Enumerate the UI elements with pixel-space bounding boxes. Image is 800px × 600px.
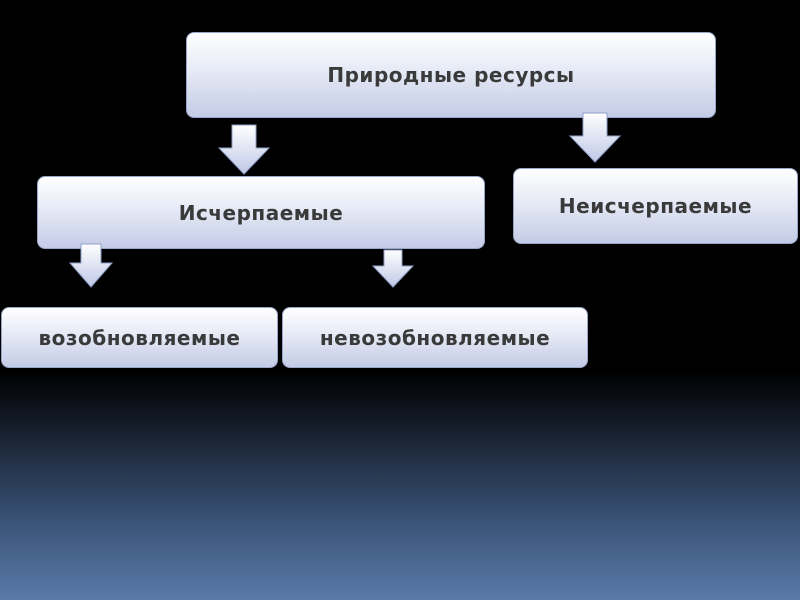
arrow-down-icon: [371, 249, 415, 288]
node-exhaustible-label: Исчерпаемые: [178, 200, 344, 225]
node-nonrenewable: невозобновляемые: [282, 307, 588, 368]
node-natural-resources: Природные ресурсы: [186, 32, 716, 118]
node-exhaustible: Исчерпаемые: [37, 176, 485, 249]
node-renewable: возобновляемые: [1, 307, 278, 368]
arrow-down-icon: [217, 124, 271, 175]
arrow-down-icon: [568, 112, 622, 163]
arrow-down-icon: [68, 243, 114, 288]
node-nonrenewable-label: невозобновляемые: [319, 325, 551, 350]
node-inexhaustible: Неисчерпаемые: [513, 168, 798, 244]
node-natural-resources-label: Природные ресурсы: [327, 63, 575, 87]
node-inexhaustible-label: Неисчерпаемые: [558, 194, 753, 218]
node-renewable-label: возобновляемые: [38, 325, 241, 350]
